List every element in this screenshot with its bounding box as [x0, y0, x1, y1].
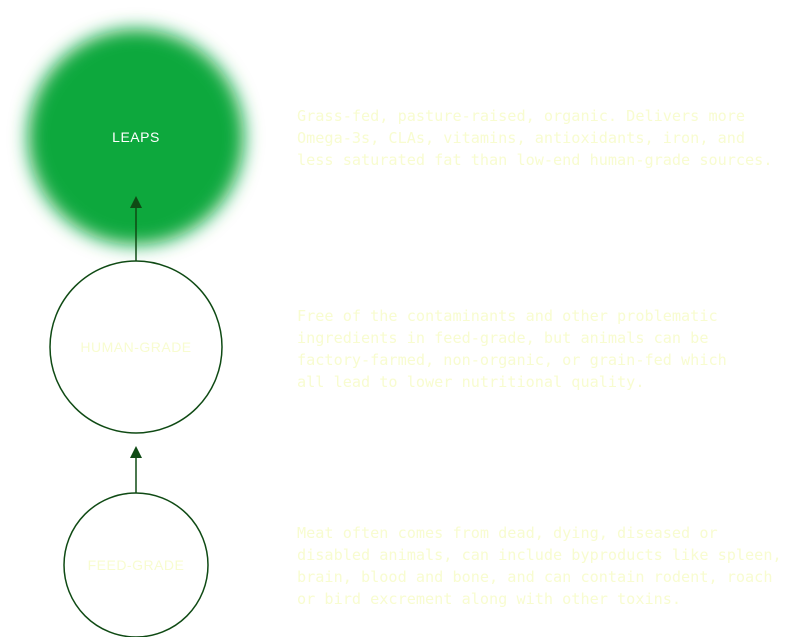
feed-grade-label: FEED-GRADE	[87, 557, 185, 573]
leaps-label: LEAPS	[112, 129, 160, 145]
feed-grade-description: Meat often comes from dead, dying, disea…	[297, 524, 782, 608]
human-grade-description: Free of the contaminants and other probl…	[297, 307, 727, 391]
leaps-circle	[28, 29, 244, 245]
leaps-description: Grass-fed, pasture-raised, organic. Deli…	[297, 107, 773, 169]
human-grade-label: HUMAN-GRADE	[80, 339, 192, 355]
